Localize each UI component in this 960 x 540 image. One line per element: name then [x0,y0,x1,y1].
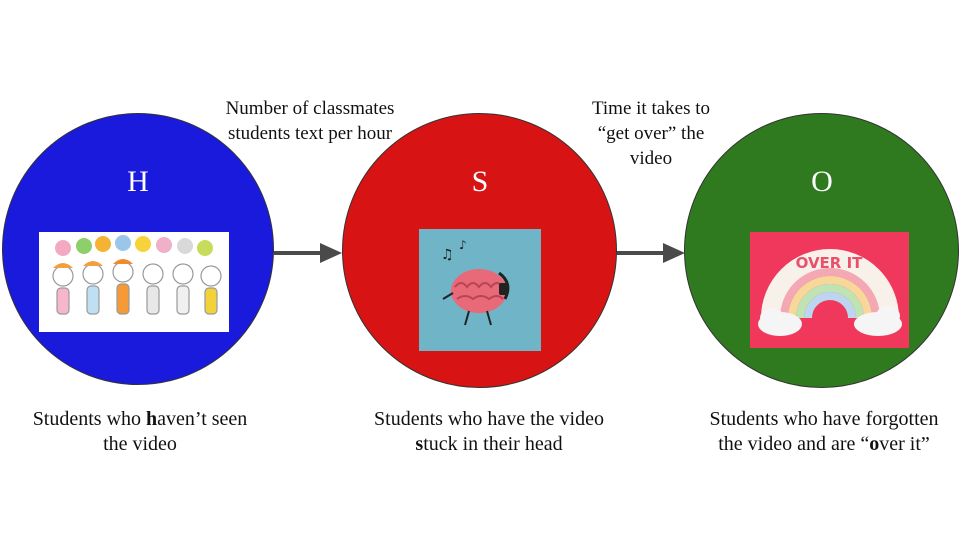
transition-label-h-to-s: Number of classmates students text per h… [225,98,395,144]
state-h-letter: H [127,165,149,198]
state-h-caption: Students who haven’t seen the video [32,408,248,455]
over-it-rainbow-image: OVER IT [750,232,909,348]
people-chatting-image [39,232,229,332]
svg-text:♫: ♫ [441,247,454,263]
brain-headphones-image: ♫ ♪ [419,229,541,351]
state-s-caption: Students who have the video stuck in the… [374,408,604,455]
state-o-caption: Students who have forgotten the video an… [709,408,939,455]
arrow-h-to-s [274,243,342,263]
state-s-letter: S [471,165,489,198]
svg-text:♪: ♪ [459,238,467,252]
state-o-letter: O [811,165,833,198]
arrow-s-to-o [617,243,685,263]
over-it-text: OVER IT [796,254,864,272]
transition-label-s-to-o: Time it takes to “get over” the video [591,98,711,169]
